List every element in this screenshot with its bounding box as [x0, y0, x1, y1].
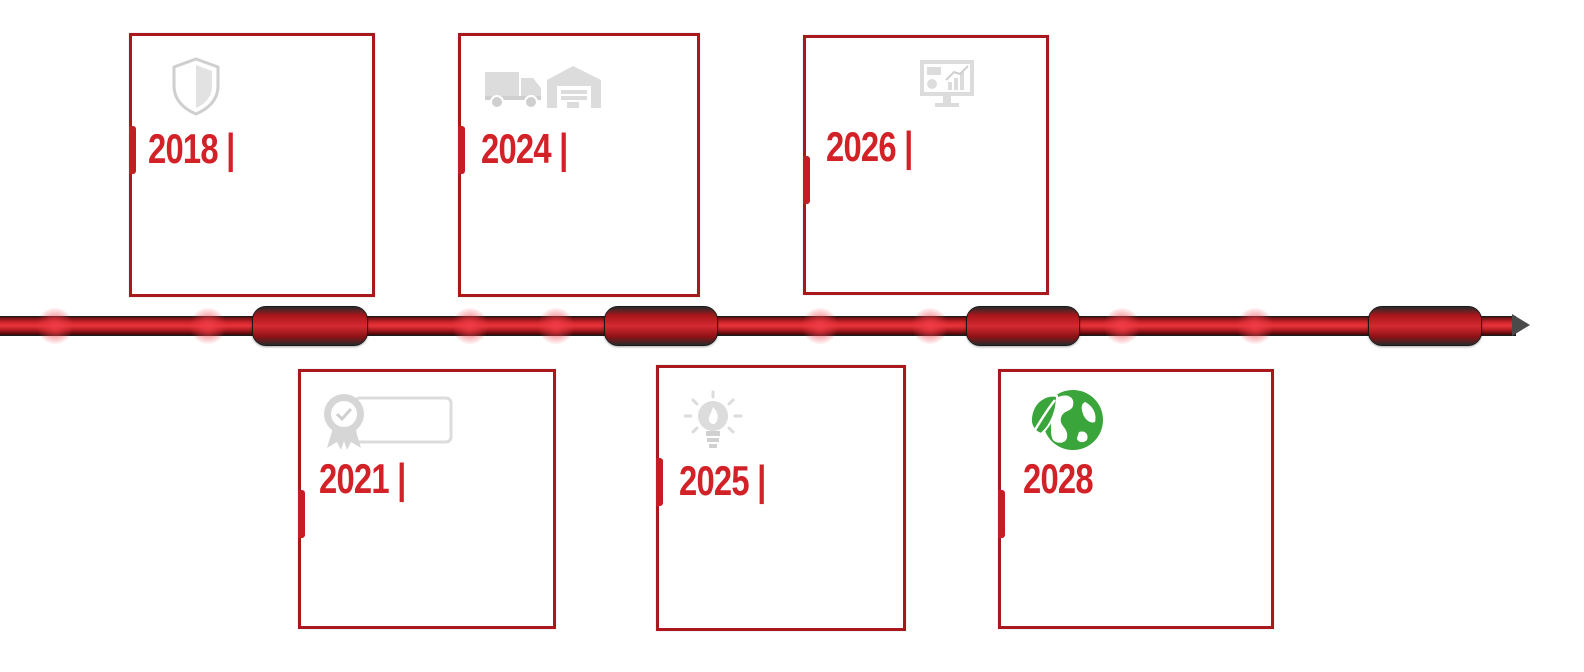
milestone-card-2025: 2025 |	[656, 365, 906, 631]
timeline-dot	[912, 308, 948, 344]
timeline-dot	[802, 308, 838, 344]
timeline-dot	[190, 308, 226, 344]
milestone-card-2018: 2018 |	[129, 33, 375, 297]
timeline-dot	[1104, 308, 1140, 344]
milestone-card-2021: 2021 |	[298, 369, 556, 629]
milestone-card-2026: 2026 |	[803, 35, 1049, 295]
monitor-chart-icon	[920, 60, 974, 107]
timeline-dot	[538, 308, 574, 344]
shield-icon	[172, 57, 220, 116]
card-tab	[803, 156, 810, 204]
card-tab	[458, 126, 465, 174]
year-label: 2021 |	[319, 455, 406, 502]
timeline-dot	[37, 308, 73, 344]
lightbulb-flame-icon	[683, 390, 743, 448]
truck-warehouse-icon	[485, 66, 601, 109]
card-tab	[129, 126, 136, 174]
year-label: 2028	[1023, 455, 1094, 502]
timeline-capsule	[252, 306, 368, 346]
card-tab	[998, 490, 1005, 538]
timeline-dot	[1237, 308, 1273, 344]
timeline-capsule	[966, 306, 1080, 346]
timeline-arrowhead	[1512, 314, 1530, 336]
card-tab	[298, 490, 305, 538]
year-label: 2024 |	[481, 125, 568, 172]
year-label: 2026 |	[826, 123, 913, 170]
milestone-card-2024: 2024 |	[458, 33, 700, 297]
timeline-capsule	[604, 306, 718, 346]
eco-globe-icon	[1029, 390, 1103, 450]
card-tab	[656, 458, 663, 506]
timeline-dot	[452, 308, 488, 344]
milestone-card-2028: 2028	[998, 369, 1274, 629]
certificate-badge-icon	[324, 394, 453, 450]
year-label: 2018 |	[148, 125, 235, 172]
timeline-bar	[0, 316, 1516, 336]
timeline-capsule	[1368, 306, 1482, 346]
year-label: 2025 |	[679, 457, 766, 504]
